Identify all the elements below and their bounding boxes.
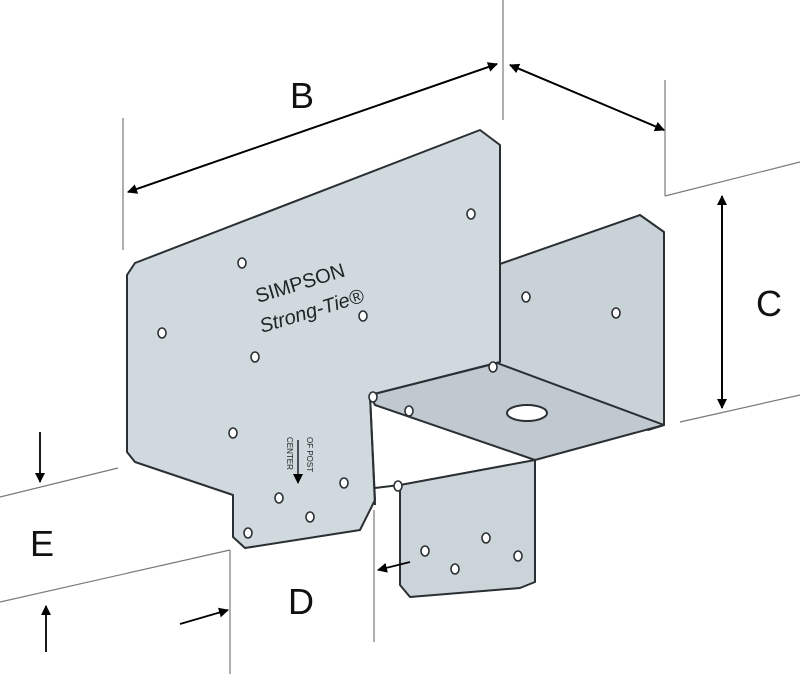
fastener-hole	[157, 327, 167, 339]
of-post-label: OF POST	[305, 437, 314, 472]
e-bottom-extension-line	[0, 549, 231, 603]
dimension-arrows	[35, 62, 727, 652]
b-dimension-line-end	[127, 62, 498, 193]
fastener-hole	[404, 405, 414, 417]
c-bottom-extension-line	[679, 394, 800, 423]
fastener-hole	[488, 361, 498, 373]
fastener-hole	[274, 492, 284, 504]
fastener-hole	[368, 391, 378, 403]
seat-slot	[506, 404, 548, 422]
center-of-post-marking: CENTER OF POST	[285, 437, 314, 484]
post-cap-bracket	[126, 129, 665, 598]
fastener-hole	[481, 532, 491, 544]
fastener-hole	[611, 307, 621, 319]
fastener-holes	[157, 208, 621, 575]
fastener-hole	[521, 291, 531, 303]
c-top-extension-line	[664, 161, 800, 197]
d-left-arrow	[179, 607, 229, 625]
e-top-extension-line	[0, 467, 119, 498]
fastener-hole	[466, 208, 476, 220]
fastener-hole	[420, 545, 430, 557]
back-plate	[126, 129, 501, 549]
center-label: CENTER	[285, 437, 294, 470]
dimension-label-c: C	[756, 283, 782, 324]
dimension-label-d: D	[288, 581, 314, 622]
fastener-hole	[237, 257, 247, 269]
d-right-arrow	[377, 561, 411, 573]
right-tab	[399, 459, 536, 598]
fastener-hole	[450, 563, 460, 575]
fastener-hole	[305, 511, 315, 523]
dimension-label-b: B	[290, 75, 314, 116]
dimension-label-e: E	[30, 523, 54, 564]
fastener-hole	[358, 310, 368, 322]
fastener-hole	[513, 550, 523, 562]
c-depth-line-start	[509, 63, 665, 131]
fastener-hole	[228, 427, 238, 439]
fastener-hole	[339, 477, 349, 489]
fastener-hole	[243, 527, 253, 539]
fastener-hole	[393, 480, 403, 492]
fastener-hole	[250, 351, 260, 363]
